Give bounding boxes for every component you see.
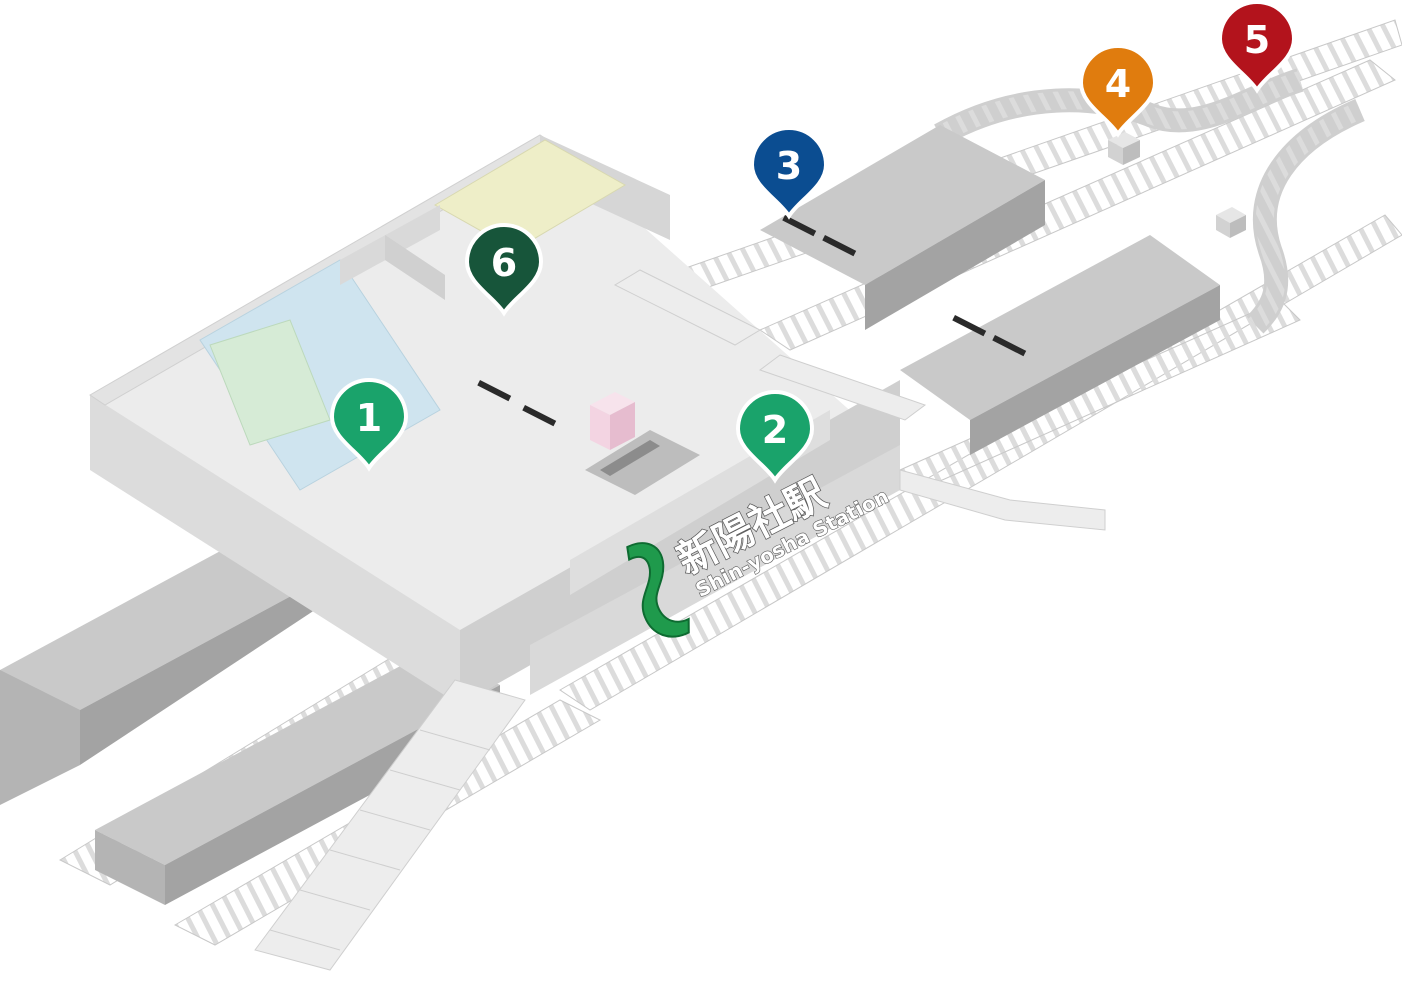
marker-number: 5 — [1244, 18, 1270, 62]
marker-pin — [749, 126, 829, 220]
marker-number: 1 — [356, 396, 382, 440]
track-shed — [1108, 132, 1246, 238]
stairs-right — [613, 269, 1106, 531]
marker-6[interactable]: 6 — [464, 223, 544, 317]
marker-number: 2 — [762, 408, 788, 452]
marker-3[interactable]: 3 — [749, 126, 829, 220]
marker-pin — [1217, 0, 1297, 94]
track-curve-siding — [934, 68, 1365, 334]
concourse-building — [89, 134, 1027, 705]
marker-number: 6 — [491, 241, 517, 285]
marker-number: 3 — [776, 144, 802, 188]
marker-pin — [1078, 44, 1158, 138]
marker-5[interactable]: 5 — [1217, 0, 1297, 94]
marker-1[interactable]: 1 — [329, 378, 409, 472]
marker-pin — [735, 390, 815, 484]
marker-4[interactable]: 4 — [1078, 44, 1158, 138]
marker-pin — [464, 223, 544, 317]
marker-number: 4 — [1105, 62, 1131, 106]
ticket-machine — [590, 392, 635, 450]
platform-lower-left — [0, 535, 330, 805]
escalator — [585, 430, 700, 495]
stairs-main — [254, 679, 526, 971]
marker-pin — [329, 378, 409, 472]
station-logo — [626, 542, 690, 638]
platform-upper-right — [760, 125, 1220, 455]
marker-2[interactable]: 2 — [735, 390, 815, 484]
